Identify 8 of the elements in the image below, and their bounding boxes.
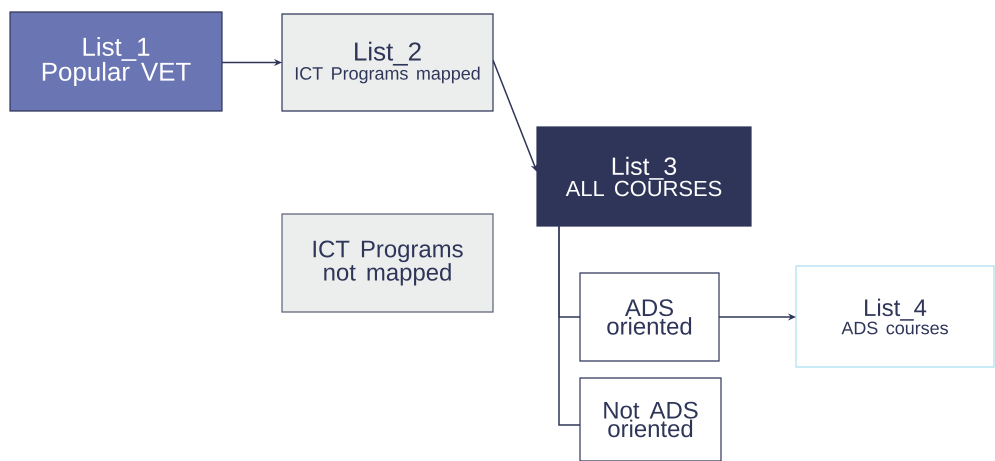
list-box: List_3 ALL COURSES	[536, 126, 752, 227]
connector	[558, 226, 580, 426]
list-box: List_4 ADS courses	[795, 265, 995, 368]
list-box: List_2 ICT Programs mapped	[281, 13, 494, 112]
category-box: ADS oriented	[579, 272, 720, 362]
category-box: Not ADS oriented	[579, 377, 722, 461]
list-box: List_1 Popular VET	[9, 11, 223, 112]
process-box: ICT Programs not mapped	[281, 213, 494, 313]
